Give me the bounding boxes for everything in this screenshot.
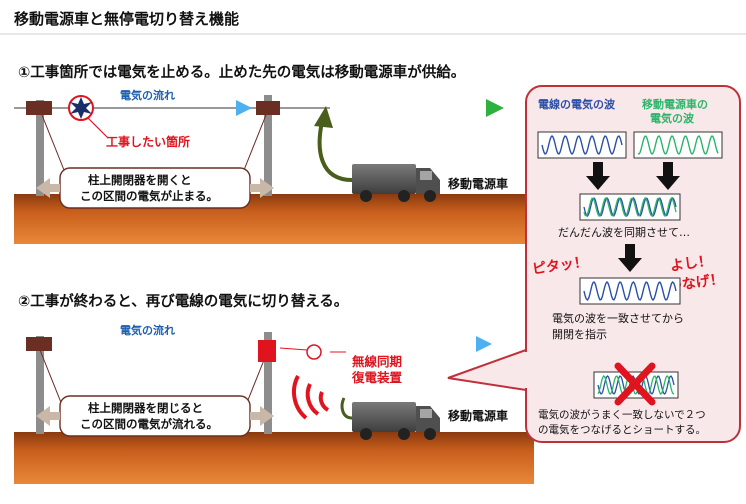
step1-site-pointer [87,117,109,139]
step1-cable [317,121,353,182]
panel-fail-line1: 電気の波がうまく一致しないで２つ [538,408,706,421]
step2-pole-right [264,332,272,434]
step2-note-line2: この区間の電気が流れる。 [80,417,218,431]
page-title: 移動電源車と無停電切り替え機能 [14,10,239,28]
panel-exclaim-right-line2: つなげ！ [667,271,725,295]
step1-pole-right [264,95,272,196]
cross-icon [614,362,656,406]
step1-work-site-label: 工事したい箇所 [106,134,190,149]
panel-exclaim-right-line1: よし！ [669,253,713,275]
step2-receiver-lead [279,347,308,351]
fail-wave-green [597,375,675,395]
step1-vehicle-label: 移動電源車 [448,176,508,191]
step2-cable [340,397,353,420]
panel-line-wave-label: 電線の電気の波 [538,97,616,111]
step1-heading: ①工事箇所では電気を止める。止めた先の電気は移動電源車が供給。 [18,63,465,81]
step2-switch-right [258,340,276,362]
step2-receiver [306,344,322,360]
step1-note-box [36,167,274,209]
sync-wave-blue [583,196,677,218]
step2-heading: ②工事が終わると、再び電線の電気に切り替える。 [18,292,348,310]
step1-supply-arrowhead [486,99,504,117]
panel-arrow-down-2 [656,162,680,190]
step2-pole-left [36,336,44,434]
panel-arrow-down-1 [586,162,610,190]
step2-switch-left [26,337,52,351]
vehicle-wave [637,135,719,155]
panel-vehicle-wave-line2: 電気の波 [650,111,695,125]
truck-icon [352,164,440,202]
step2-flow-label: 電気の流れ [120,323,175,337]
sync-wave-green [583,196,677,218]
step2-device-line1: 無線同期 [352,354,402,369]
panel-sync-label: だんだん波を同期させて… [558,226,690,239]
panel-vehicle-wave-line1: 移動電源車の [642,97,708,111]
step2-vehicle-label: 移動電源車 [448,408,508,423]
step1-cable-head [314,106,333,128]
step2-device-line2: 復電装置 [351,370,403,385]
panel-fail-line2: の電気をつなげるとショートする。 [538,423,706,436]
spark-icon [68,95,94,121]
step1-flow-label: 電気の流れ [120,88,175,102]
panel-arrow-down-3 [618,244,642,272]
step1-switch-right [256,101,280,115]
step1-flow-arrowhead [236,100,252,116]
truck-icon [352,402,440,440]
match-wave [583,280,677,302]
step1-pole-left [36,100,44,196]
step2-flow-arrowhead [476,336,492,352]
panel-match-line1: 電気の波を一致させてから [552,311,684,325]
step2-ground [14,432,534,484]
step1-note-line2: この区間の電気が止まる。 [80,189,218,203]
step1-note-line1: 柱上開閉器を開くと [88,173,192,187]
panel-exclaim-left: ピタッ！ [531,254,589,278]
step1-switch-left [26,101,52,115]
step2-note-box [36,395,274,437]
panel-match-line2: 開閉を指示 [552,327,607,341]
signal-arcs-icon [292,375,330,420]
step2-note-line1: 柱上開閉器を閉じると [88,401,203,415]
line-wave [541,135,623,155]
